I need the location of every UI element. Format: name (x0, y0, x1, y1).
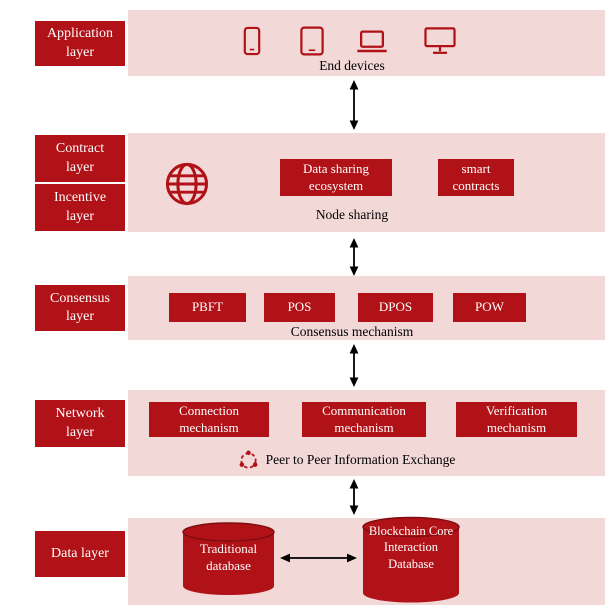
connection-mechanism-text: Connection mechanism (179, 403, 239, 435)
dpos-text: DPOS (378, 299, 413, 315)
end-devices-caption: End devices (319, 58, 385, 73)
monitor-icon (424, 27, 456, 56)
application-layer-band (128, 10, 605, 76)
data-sharing-ecosystem-box: Data sharing ecosystem (280, 159, 392, 196)
pbft-box: PBFT (169, 293, 246, 322)
consensus-layer-label-text: Consensus layer (50, 290, 110, 324)
blockchain-database-cylinder (361, 516, 461, 604)
pos-box: POS (264, 293, 335, 322)
traditional-database-cylinder (181, 522, 276, 596)
tablet-icon (300, 26, 324, 56)
arrow-application-contract (347, 80, 361, 130)
contract-layer-label: Contract layer (35, 135, 125, 182)
data-layer-label-text: Data layer (51, 545, 109, 561)
pbft-text: PBFT (191, 299, 224, 315)
arrow-network-data (347, 479, 361, 515)
peer-to-peer-caption: Peer to Peer Information Exchange (265, 452, 456, 468)
database-arrow (280, 551, 357, 565)
laptop-icon (355, 30, 389, 56)
pos-text: POS (287, 299, 312, 315)
pow-text: POW (475, 299, 504, 315)
incentive-layer-label: Incentive layer (35, 184, 125, 231)
traditional-database-text: Traditional database (199, 541, 258, 573)
arrow-consensus-network (347, 344, 361, 387)
dpos-box: DPOS (358, 293, 433, 322)
data-layer-label: Data layer (35, 531, 125, 577)
network-layer-label-text: Network layer (55, 406, 105, 440)
smart-contracts-text: smart contracts (452, 161, 500, 193)
incentive-layer-label-text: Incentive layer (53, 190, 107, 224)
connection-mechanism-box: Connection mechanism (149, 402, 269, 437)
smart-contracts-box: smart contracts (438, 159, 514, 196)
communication-mechanism-box: Communication mechanism (302, 402, 426, 437)
contract-layer-label-text: Contract layer (55, 141, 105, 175)
globe-icon (164, 161, 210, 207)
communication-mechanism-text: Communication mechanism (322, 403, 406, 435)
verification-mechanism-text: Verification mechanism (485, 403, 548, 435)
consensus-layer-label: Consensus layer (35, 285, 125, 331)
application-layer-label-text: Application layer (46, 26, 114, 60)
peer-to-peer-icon (238, 450, 259, 471)
smartphone-icon (243, 26, 261, 56)
blockchain-database-text: Blockchain Core Interaction Database (368, 524, 454, 571)
data-sharing-ecosystem-text: Data sharing ecosystem (302, 161, 370, 193)
node-sharing-caption: Node sharing (315, 207, 389, 222)
arrow-contract-consensus (347, 238, 361, 276)
network-layer-label: Network layer (35, 400, 125, 447)
consensus-mechanism-caption: Consensus mechanism (290, 324, 414, 339)
pow-box: POW (453, 293, 526, 322)
application-layer-label: Application layer (35, 21, 125, 66)
peer-to-peer-row: Peer to Peer Information Exchange (108, 447, 585, 473)
verification-mechanism-box: Verification mechanism (456, 402, 577, 437)
